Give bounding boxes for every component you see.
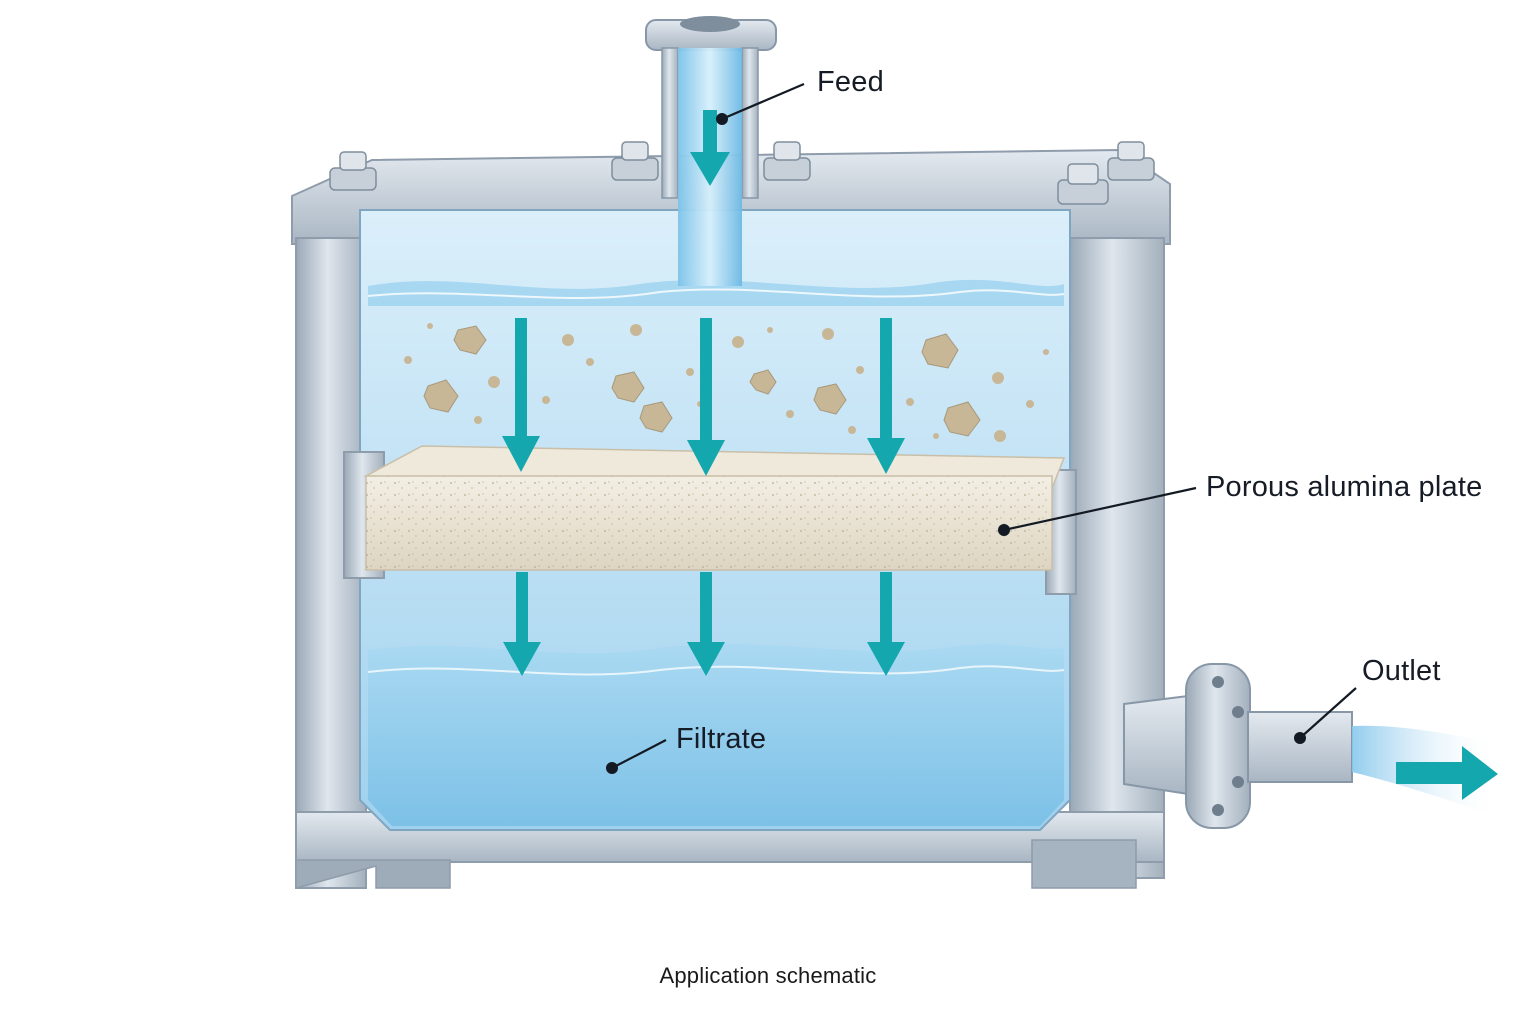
filtrate-pool [368,643,1064,826]
particle [822,328,834,340]
outlet-leader [1294,687,1357,744]
tank-foot-right [1031,839,1137,889]
feed-pipe-mouth [680,16,740,32]
particle [848,426,856,434]
flange-bolt [1212,804,1224,816]
filtrate-label: Filtrate [676,723,767,755]
filtrate-ripple [367,665,1065,676]
filtrate-leader [606,739,667,774]
particle [1043,349,1049,355]
outlet-flange [1185,663,1251,829]
particle [921,333,959,369]
particle [813,383,847,415]
suspended-particles [404,323,1049,442]
outlet-flow-arrow [1396,746,1498,800]
particle [474,416,482,424]
particle [611,371,645,403]
feed-label: Feed [817,66,884,98]
particle [856,366,864,374]
outlet-spout [1247,711,1353,783]
particle [994,430,1006,442]
particle [562,334,574,346]
particle [732,336,744,348]
particle [630,324,642,336]
particle [639,401,673,433]
particle [686,368,694,376]
flange-bolt [1232,776,1244,788]
feed-pipe-wall-left [661,47,679,199]
outlet-label: Outlet [1362,655,1441,687]
feed-water-surface [368,279,1064,306]
flange-bolt [1232,706,1244,718]
plate-leader [998,486,1197,536]
bolt [611,141,659,181]
leader-lines [606,82,1357,774]
porous-alumina-plate [343,445,1077,595]
bolt [1107,141,1155,181]
particle [453,325,487,355]
flow-arrow-down [867,572,905,676]
plate-label: Porous alumina plate [1206,471,1483,503]
particle [992,372,1004,384]
particle [488,376,500,388]
flange-bolt [1212,676,1224,688]
feed-water-ripple [367,288,1065,300]
diagram-caption: Application schematic [659,963,877,988]
feed-pipe-wall-right [741,47,759,199]
particle [423,379,459,413]
flow-arrow-down [687,318,725,476]
particle [427,323,433,329]
flow-arrow-down [502,318,540,472]
feed-leader [716,82,805,125]
outlet-elbow [1123,694,1189,796]
particle [542,396,550,404]
flow-arrow-feed [690,110,730,186]
particle [1026,400,1034,408]
particle [786,410,794,418]
lid-bolts [329,141,1155,205]
particle [749,369,777,395]
bolt [329,151,377,191]
plate-pore-texture [366,476,1052,570]
outlet-pipe [1123,663,1500,829]
particle [767,327,773,333]
flow-arrow-down [503,572,541,676]
flow-arrows [502,110,905,676]
particle [586,358,594,366]
tank-foot-left [295,859,451,889]
flow-arrow-down [687,572,725,676]
particle [404,356,412,364]
particle [943,401,981,437]
bolt [763,141,811,181]
flow-arrow-down [867,318,905,474]
particle [933,433,939,439]
tank-interior [359,209,1071,831]
particle [906,398,914,406]
bolt [1057,163,1109,205]
